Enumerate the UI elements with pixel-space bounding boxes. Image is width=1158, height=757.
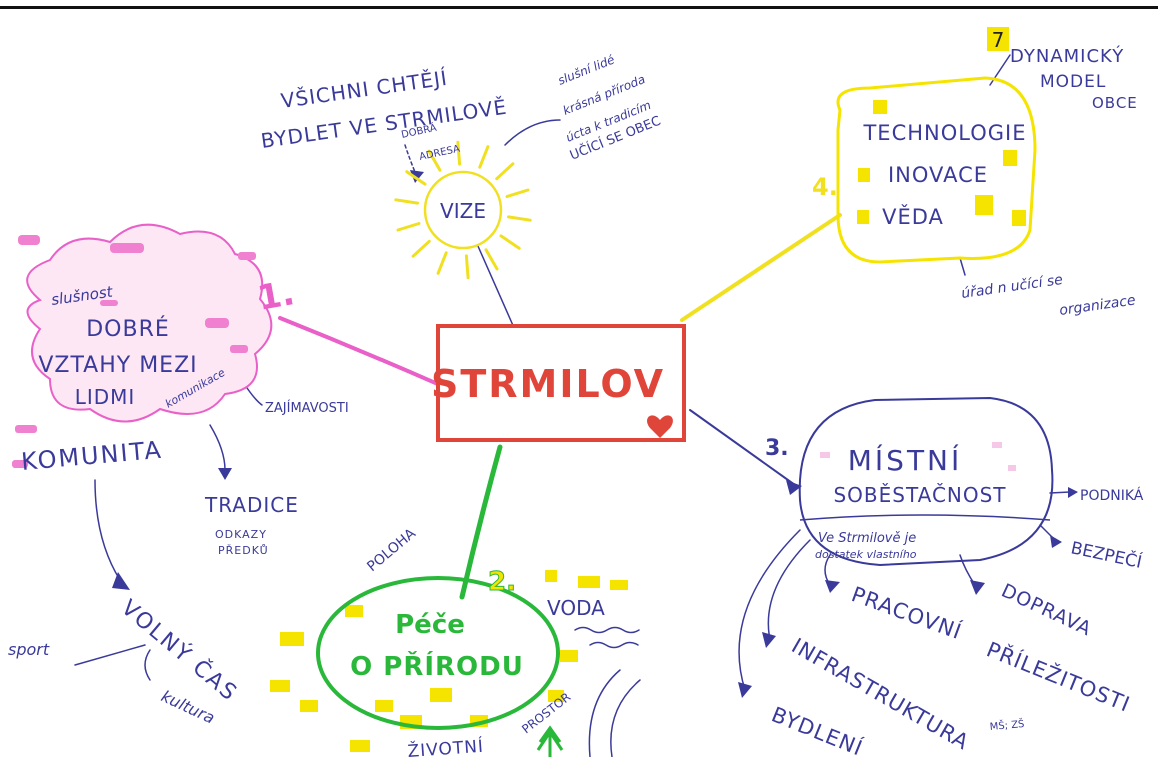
branch1-tradition: TRADICE [204, 493, 299, 517]
branch4-number: 4. [812, 173, 838, 201]
branch1-title-line2: VZTAHY MEZI [38, 353, 197, 378]
branch2-location: POLOHA [364, 525, 419, 575]
branch1-culture: kultura [158, 686, 217, 727]
vision-label: VIZE [440, 199, 486, 223]
branch1-ancestors-line1: ODKAZY [215, 528, 267, 541]
branch1-cloud [26, 223, 273, 423]
connector-lines [74, 54, 1071, 757]
branch2-number: 2. [488, 567, 516, 597]
branch2-water: VODA [547, 596, 605, 620]
branch3-schools: MŠ; ZŠ [989, 717, 1025, 733]
heart-icon [647, 415, 673, 438]
line-center-branch1 [278, 316, 442, 387]
model-line2: MODEL [1040, 72, 1106, 92]
branch1-sport: sport [8, 640, 50, 659]
center-box [436, 324, 686, 442]
vision-note-1: slušní lidé [556, 52, 617, 87]
branch1-interests: ZAJÍMAVOSTI [265, 400, 349, 416]
branch4-note-line2: organizace [1058, 292, 1136, 319]
sun-ray [507, 215, 532, 222]
sun-ray [427, 149, 442, 172]
sun-ray [484, 248, 499, 271]
sun-ray [396, 222, 421, 232]
branch2-environment: ŽIVOTNÍ [407, 735, 485, 757]
branch1-title-line3: LIDMI [75, 385, 136, 409]
line-center-branch4 [680, 213, 842, 322]
model-number: 7 [992, 28, 1005, 52]
branch4-science: VĚDA [882, 204, 944, 229]
branch3-transport: DOPRAVA [998, 580, 1095, 641]
sun-ray [478, 145, 490, 169]
branch3-box [798, 396, 1054, 567]
branch2-ellipse [316, 576, 560, 730]
sun-ray [499, 234, 521, 250]
branch4-box [836, 76, 1037, 264]
sun-ray [505, 188, 530, 198]
branch3-safety: BEZPEČÍ [1069, 536, 1144, 572]
branch3-jobs-line2: PŘÍLEŽITOSTI [983, 636, 1134, 716]
tree-icon [536, 725, 564, 757]
pink-confetti-branch3 [820, 442, 1016, 471]
branch2-title-line2: O PŘÍRODU [350, 650, 524, 682]
branch3-title-line1: MÍSTNÍ [848, 443, 963, 477]
yellow-confetti-nature [270, 570, 628, 752]
branch3-note-line2: dostatek vlastního [815, 548, 917, 561]
branch3-jobs-line1: PRACOVNÍ [848, 581, 965, 644]
sun-ray [436, 251, 448, 275]
branch3-housing: BYDLENÍ [768, 701, 867, 757]
model-number-highlight [987, 27, 1009, 51]
sun-ray [456, 140, 462, 166]
model-line1: DYNAMICKÝ [1010, 45, 1124, 67]
branch2-title-line1: Péče [395, 610, 465, 640]
yellow-confetti-tech [857, 100, 1026, 226]
branch2-space: PROSTOR [519, 690, 573, 737]
branch3-divider [799, 514, 1051, 521]
branch4-innovation: INOVACE [888, 163, 988, 187]
branch1-number: 1. [255, 273, 298, 319]
branch3-number: 3. [765, 436, 789, 461]
model-line3: OBCE [1092, 94, 1138, 112]
branch4-technology: TECHNOLOGIE [862, 121, 1026, 145]
sun-ray [495, 162, 515, 181]
arrowheads [112, 170, 1078, 698]
sun-ray [405, 170, 427, 186]
vision-sun [394, 140, 532, 280]
branch1-ancestors-line2: PŘEDKŮ [218, 544, 269, 557]
branch1-community: KOMUNITA [20, 436, 164, 476]
sun-ray [411, 239, 431, 258]
top-border [0, 6, 1158, 9]
branch3-business: PODNIKÁ [1080, 487, 1144, 504]
center-label: STRMILOV [431, 362, 665, 406]
sun-ray [464, 254, 470, 280]
pink-confetti [12, 235, 256, 468]
sun-ray [394, 198, 419, 205]
good-address-line2: ADRESA [418, 144, 461, 163]
branch1-title-line1: DOBRÉ [86, 316, 170, 342]
branch4-note-line1: úřad n učící se [960, 272, 1064, 302]
line-center-branch3 [689, 409, 796, 486]
branch1-free-time: VOLNÝ ČAS [116, 595, 243, 707]
branch3-title-line2: SOBĚSTAČNOST [833, 483, 1006, 507]
branch3-note-line1: Ve Strmilově je [818, 531, 916, 546]
